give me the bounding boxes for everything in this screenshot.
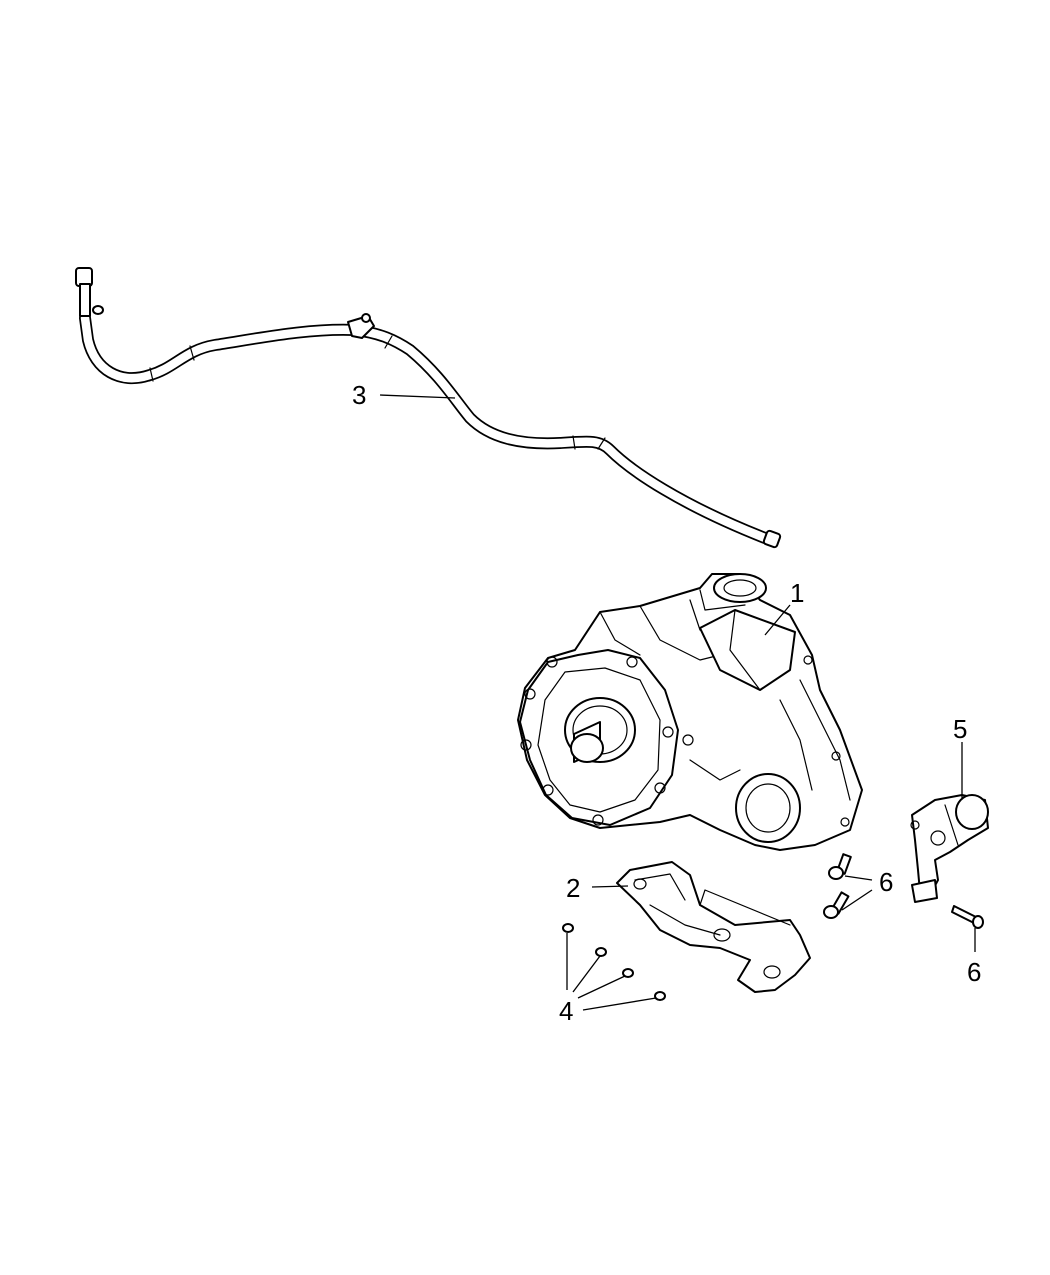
callout-2: 2 <box>566 873 580 903</box>
bolt-right <box>951 905 984 929</box>
leader-4d <box>582 997 657 1011</box>
mount-bracket <box>616 861 811 993</box>
actuator-motor <box>910 794 989 903</box>
callout-5: 5 <box>953 714 967 744</box>
callout-3: 3 <box>352 380 366 410</box>
callout-6-lower: 6 <box>967 957 981 987</box>
leader-3 <box>379 394 456 399</box>
callout-labels: 1 2 3 4 5 6 6 <box>352 380 981 1026</box>
vent-hose <box>75 267 782 549</box>
bolt-middle <box>823 891 850 919</box>
leader-6a1 <box>844 875 873 881</box>
leader-6a2 <box>841 889 873 911</box>
callout-6-upper: 6 <box>879 867 893 897</box>
callout-4: 4 <box>559 996 573 1026</box>
leader-1 <box>764 604 791 636</box>
callout-1: 1 <box>790 578 804 608</box>
bolt-group <box>823 853 984 929</box>
leader-4c <box>577 975 626 999</box>
leader-4b <box>572 955 601 993</box>
leader-2 <box>591 885 629 888</box>
transfer-case <box>517 573 863 851</box>
nut-group <box>562 923 666 1001</box>
bolt-upper <box>828 853 852 880</box>
leader-lines <box>379 394 976 1011</box>
